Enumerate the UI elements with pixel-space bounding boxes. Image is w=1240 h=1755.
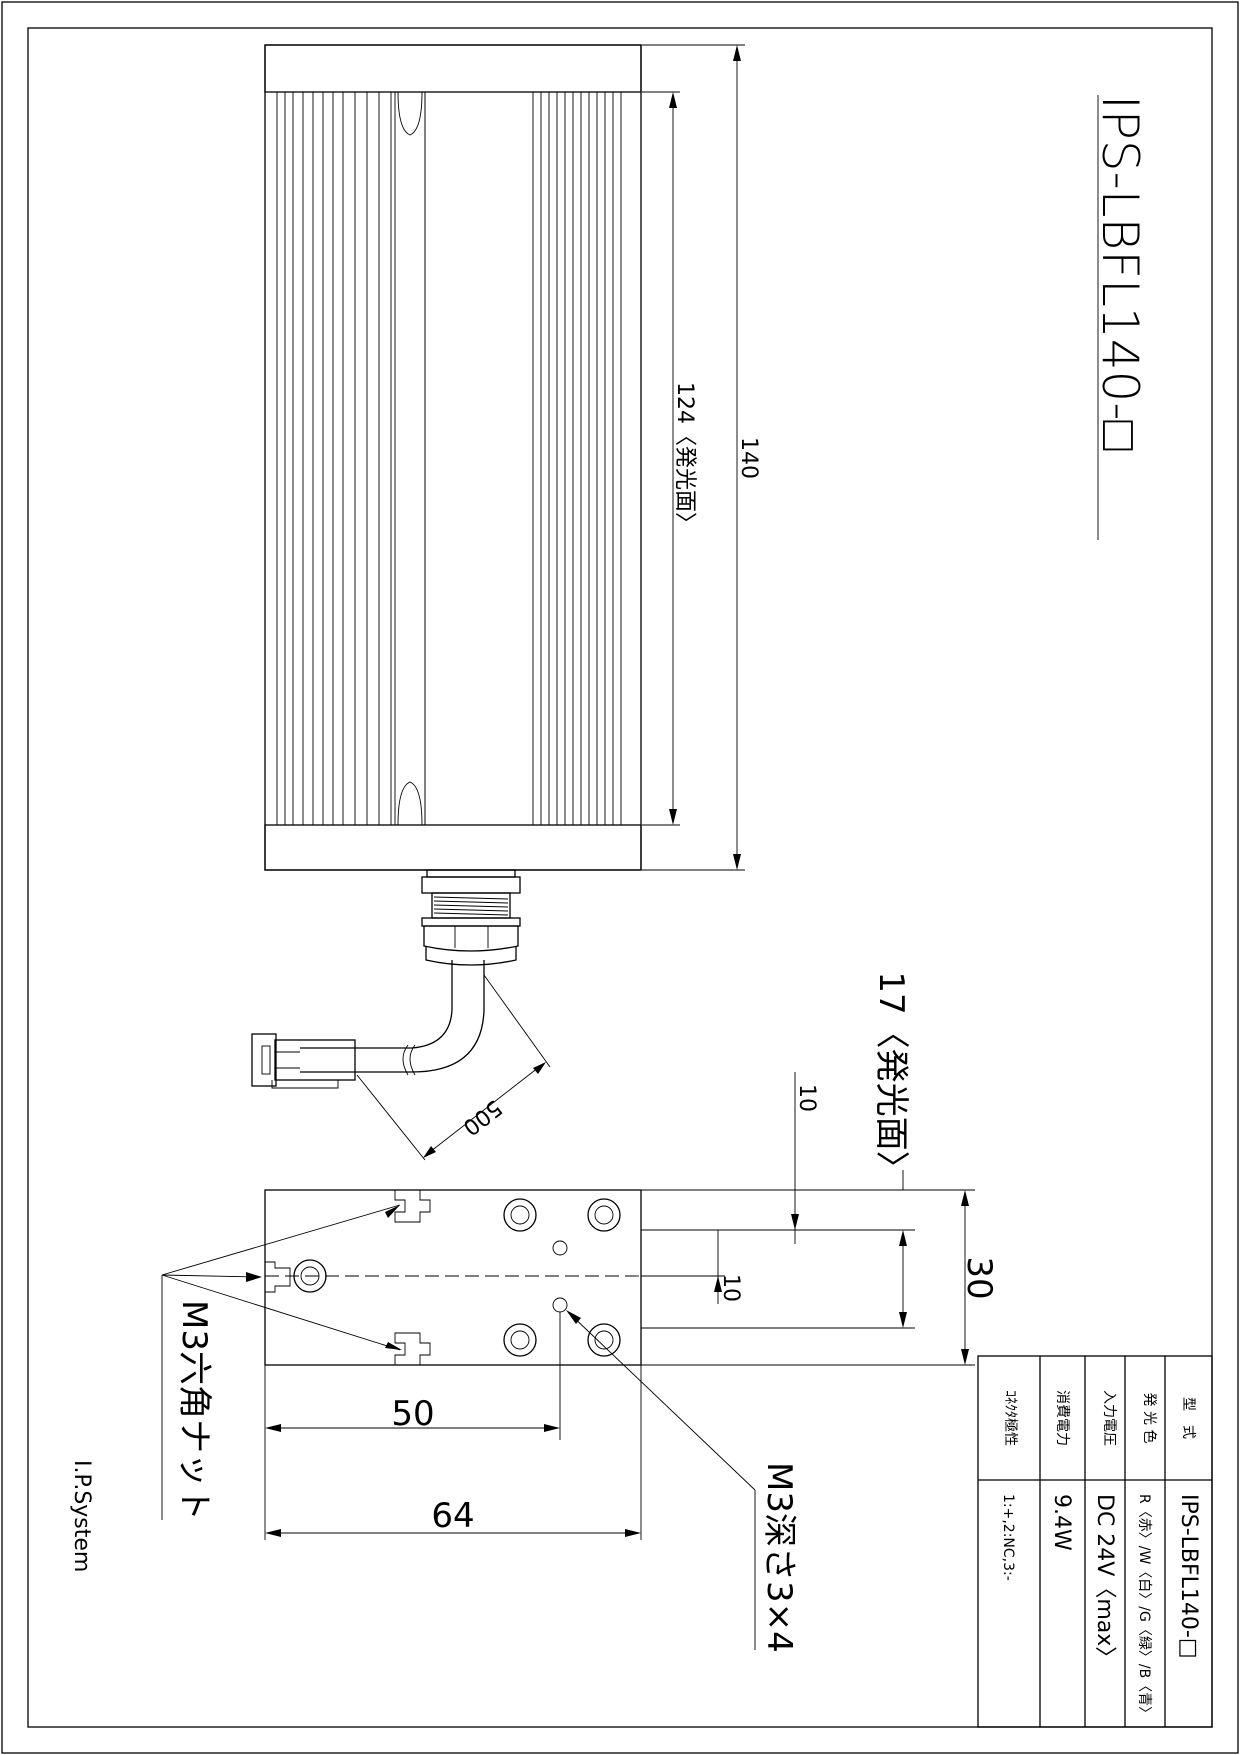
- side-view: [264, 1189, 642, 1366]
- dim-overall-length: [642, 44, 745, 871]
- hex-nut-slot-bottom: [394, 1332, 431, 1365]
- connector: [251, 1033, 356, 1089]
- spec-value-color: R〈赤〉/W〈白〉/G〈緑〉/B〈青〉: [1136, 1494, 1152, 1720]
- hex-nut-slot-top: [394, 1190, 431, 1223]
- spec-value-voltage: DC 24V〈max〉: [1092, 1494, 1117, 1668]
- end-hole-outer: [293, 1259, 327, 1293]
- hex-nut-slot-end: [265, 1261, 291, 1293]
- spec-label-polarity: ｺﾈｸﾀ極性: [1002, 1390, 1018, 1446]
- depth-label: 64: [431, 1496, 474, 1536]
- hole-pitch-label: 50: [391, 1394, 434, 1434]
- spec-label-color: 発 光 色: [1141, 1393, 1158, 1444]
- diffuser-slot: [394, 91, 426, 826]
- cable-length-label: 500: [458, 1094, 506, 1140]
- inner-border: [27, 27, 1213, 1728]
- spec-label-power: 消費電力: [1054, 1390, 1070, 1446]
- overall-length-label: 140: [736, 437, 761, 479]
- end-cap-bottom: [264, 824, 642, 871]
- side-body: [264, 1189, 642, 1366]
- mount-hole-1: [503, 1198, 537, 1232]
- dim-side-horizontal: [264, 1312, 642, 1540]
- offset-center-label: 10: [718, 1274, 743, 1302]
- hex-nut-leader: [161, 1204, 402, 1520]
- spec-value-polarity: 1:+,2:NC,3:-: [1000, 1494, 1016, 1581]
- fins-left: [276, 92, 392, 825]
- tapped-hole-callout: M3深さ3×4: [759, 1462, 799, 1653]
- offset-top-label: 10: [794, 1084, 819, 1112]
- tapped-hole-1: [552, 1240, 568, 1256]
- mount-hole-4: [587, 1323, 621, 1357]
- tapped-hole-2: [552, 1297, 568, 1313]
- spec-label-voltage: 入力電圧: [1101, 1390, 1117, 1446]
- dim-emitting-length: [642, 91, 680, 826]
- hex-nut-callout: M3六角ナット: [174, 1300, 214, 1521]
- spec-value-model: IPS-LBFL140-□: [1176, 1494, 1201, 1659]
- tapped-hole-leader: [566, 1310, 756, 1650]
- maker-label: I.P.System: [69, 1460, 94, 1572]
- mount-hole-2: [587, 1198, 621, 1232]
- cable-gland: [421, 869, 521, 966]
- spec-label-model: 型 式: [1180, 1397, 1196, 1439]
- end-cap-top: [264, 44, 642, 93]
- emitting-length-label: 124〈発光面〉: [672, 382, 697, 534]
- end-hole-inner: [300, 1266, 320, 1286]
- spec-value-power: 9.4W: [1049, 1494, 1074, 1551]
- model-title: IPS-LBFL140-□: [1091, 95, 1149, 451]
- top-view: [264, 44, 642, 871]
- dim-side-vertical: [641, 1072, 975, 1366]
- dim-cable-length: [356, 974, 551, 1161]
- height-label: 30: [959, 1256, 999, 1299]
- body-outline: [264, 44, 642, 871]
- emitting-width-label: 17〈発光面〉: [871, 971, 911, 1184]
- cable: [300, 960, 485, 1076]
- spec-table: [977, 1355, 1213, 1728]
- fins-right: [532, 92, 622, 825]
- mount-hole-3: [503, 1323, 537, 1357]
